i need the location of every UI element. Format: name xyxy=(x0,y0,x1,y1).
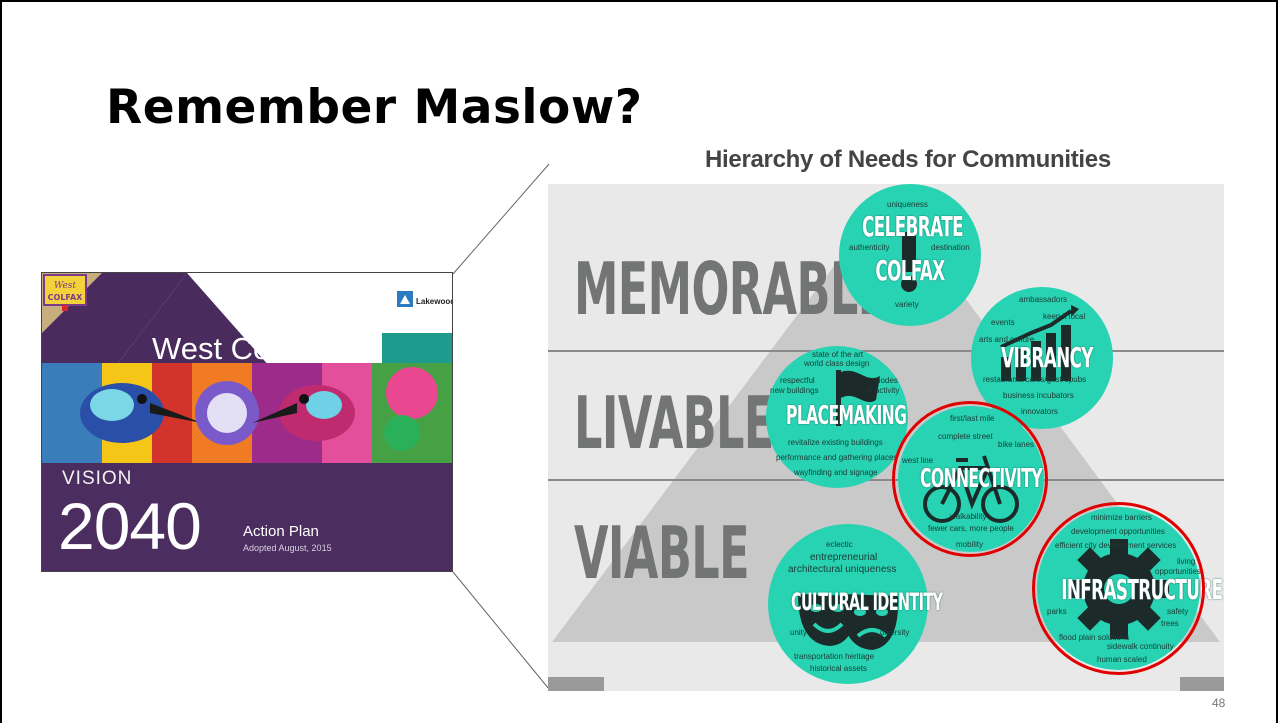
keyword-entrepreneurial: entrepreneurial xyxy=(810,552,878,563)
keyword-of-activity: of activity xyxy=(866,386,900,395)
keyword-authenticity: authenticity xyxy=(849,243,890,252)
tier-viable: VIABLE xyxy=(574,511,750,595)
growth-chart-icon xyxy=(1000,305,1079,381)
placemaking-circle: state of the art world class design resp… xyxy=(766,346,908,488)
vibrancy-title: VIBRANCY xyxy=(1001,341,1093,374)
connectivity-highlight-ring xyxy=(892,401,1048,557)
infrastructure-highlight-ring xyxy=(1032,502,1205,675)
tier-memorable: MEMORABLE xyxy=(574,247,888,331)
keyword-state-of-the-art: state of the art xyxy=(812,350,864,359)
cover-adopted-date: Adopted August, 2015 xyxy=(243,543,332,553)
keyword-eclectic: eclectic xyxy=(826,540,853,549)
svg-text:West: West xyxy=(54,281,76,291)
slide-title: Remember Maslow? xyxy=(106,80,643,135)
keyword-destination: destination xyxy=(931,243,970,252)
keyword-innovators: innovators xyxy=(1021,407,1058,416)
keyword-respectful: respectful xyxy=(780,376,815,385)
exclamation-icon xyxy=(901,232,917,292)
keyword-historical-assets: historical assets xyxy=(810,664,867,673)
keyword-revitalize: revitalize existing buildings xyxy=(788,438,883,447)
keyword-unity: unity xyxy=(790,628,807,637)
cultural-identity-title: CULTURAL IDENTITY xyxy=(791,588,943,616)
keyword-arts-and-culture: arts and culture xyxy=(979,335,1035,344)
keyword-uniqueness: uniqueness xyxy=(887,200,928,209)
celebrate-title-line2: COLFAX xyxy=(875,254,945,287)
flag-icon xyxy=(836,370,880,426)
keyword-world-class-design: world class design xyxy=(804,359,870,368)
cover-artwork xyxy=(42,273,452,571)
hierarchy-diagram: MEMORABLE LIVABLE VIABLE uniqueness CELE… xyxy=(548,184,1224,691)
tier-livable: LIVABLE xyxy=(574,381,774,465)
keyword-performance: performance and gathering places xyxy=(776,453,898,462)
keyword-architectural-uniqueness: architectural uniqueness xyxy=(788,564,897,575)
west-colfax-sign-logo: West COLFAX xyxy=(43,274,87,311)
svg-text:COLFAX: COLFAX xyxy=(48,293,84,302)
keyword-wayfinding: wayfinding and signage xyxy=(794,468,878,477)
cover-vision-label: VISION xyxy=(62,468,133,489)
keyword-events: events xyxy=(991,318,1015,327)
keyword-restaurants: restaurants/cafes/gastropubs xyxy=(983,375,1087,384)
cover-brand-label: Lakewood xyxy=(416,297,453,306)
action-plan-cover: Lakewood West Colfax VISION 2040 Action … xyxy=(41,272,453,572)
cultural-identity-circle: eclectic entrepreneurial architectural u… xyxy=(768,524,943,684)
cover-subtitle: Action Plan xyxy=(243,523,319,540)
celebrate-title-line1: CELEBRATE xyxy=(862,210,964,243)
placemaking-title: PLACEMAKING xyxy=(786,401,907,431)
page-number: 48 xyxy=(1212,696,1226,710)
diagram-title: Hierarchy of Needs for Communities xyxy=(705,146,1111,173)
keyword-nodes: nodes xyxy=(876,376,898,385)
cover-title: West Colfax xyxy=(152,331,319,366)
keyword-transportation-heritage: transportation heritage xyxy=(794,652,875,661)
keyword-diversity: diversity xyxy=(880,628,910,637)
keyword-keep-it-local: keep it local xyxy=(1043,312,1086,321)
keyword-ambassadors: ambassadors xyxy=(1019,295,1068,304)
keyword-business-incubators: business incubators xyxy=(1003,391,1074,400)
keyword-variety: variety xyxy=(895,300,919,309)
celebrate-colfax-circle: uniqueness CELEBRATE authenticity destin… xyxy=(839,184,981,326)
keyword-new-buildings: new buildings xyxy=(770,386,819,395)
cover-year: 2040 xyxy=(58,489,202,563)
theater-masks-icon xyxy=(798,594,899,650)
